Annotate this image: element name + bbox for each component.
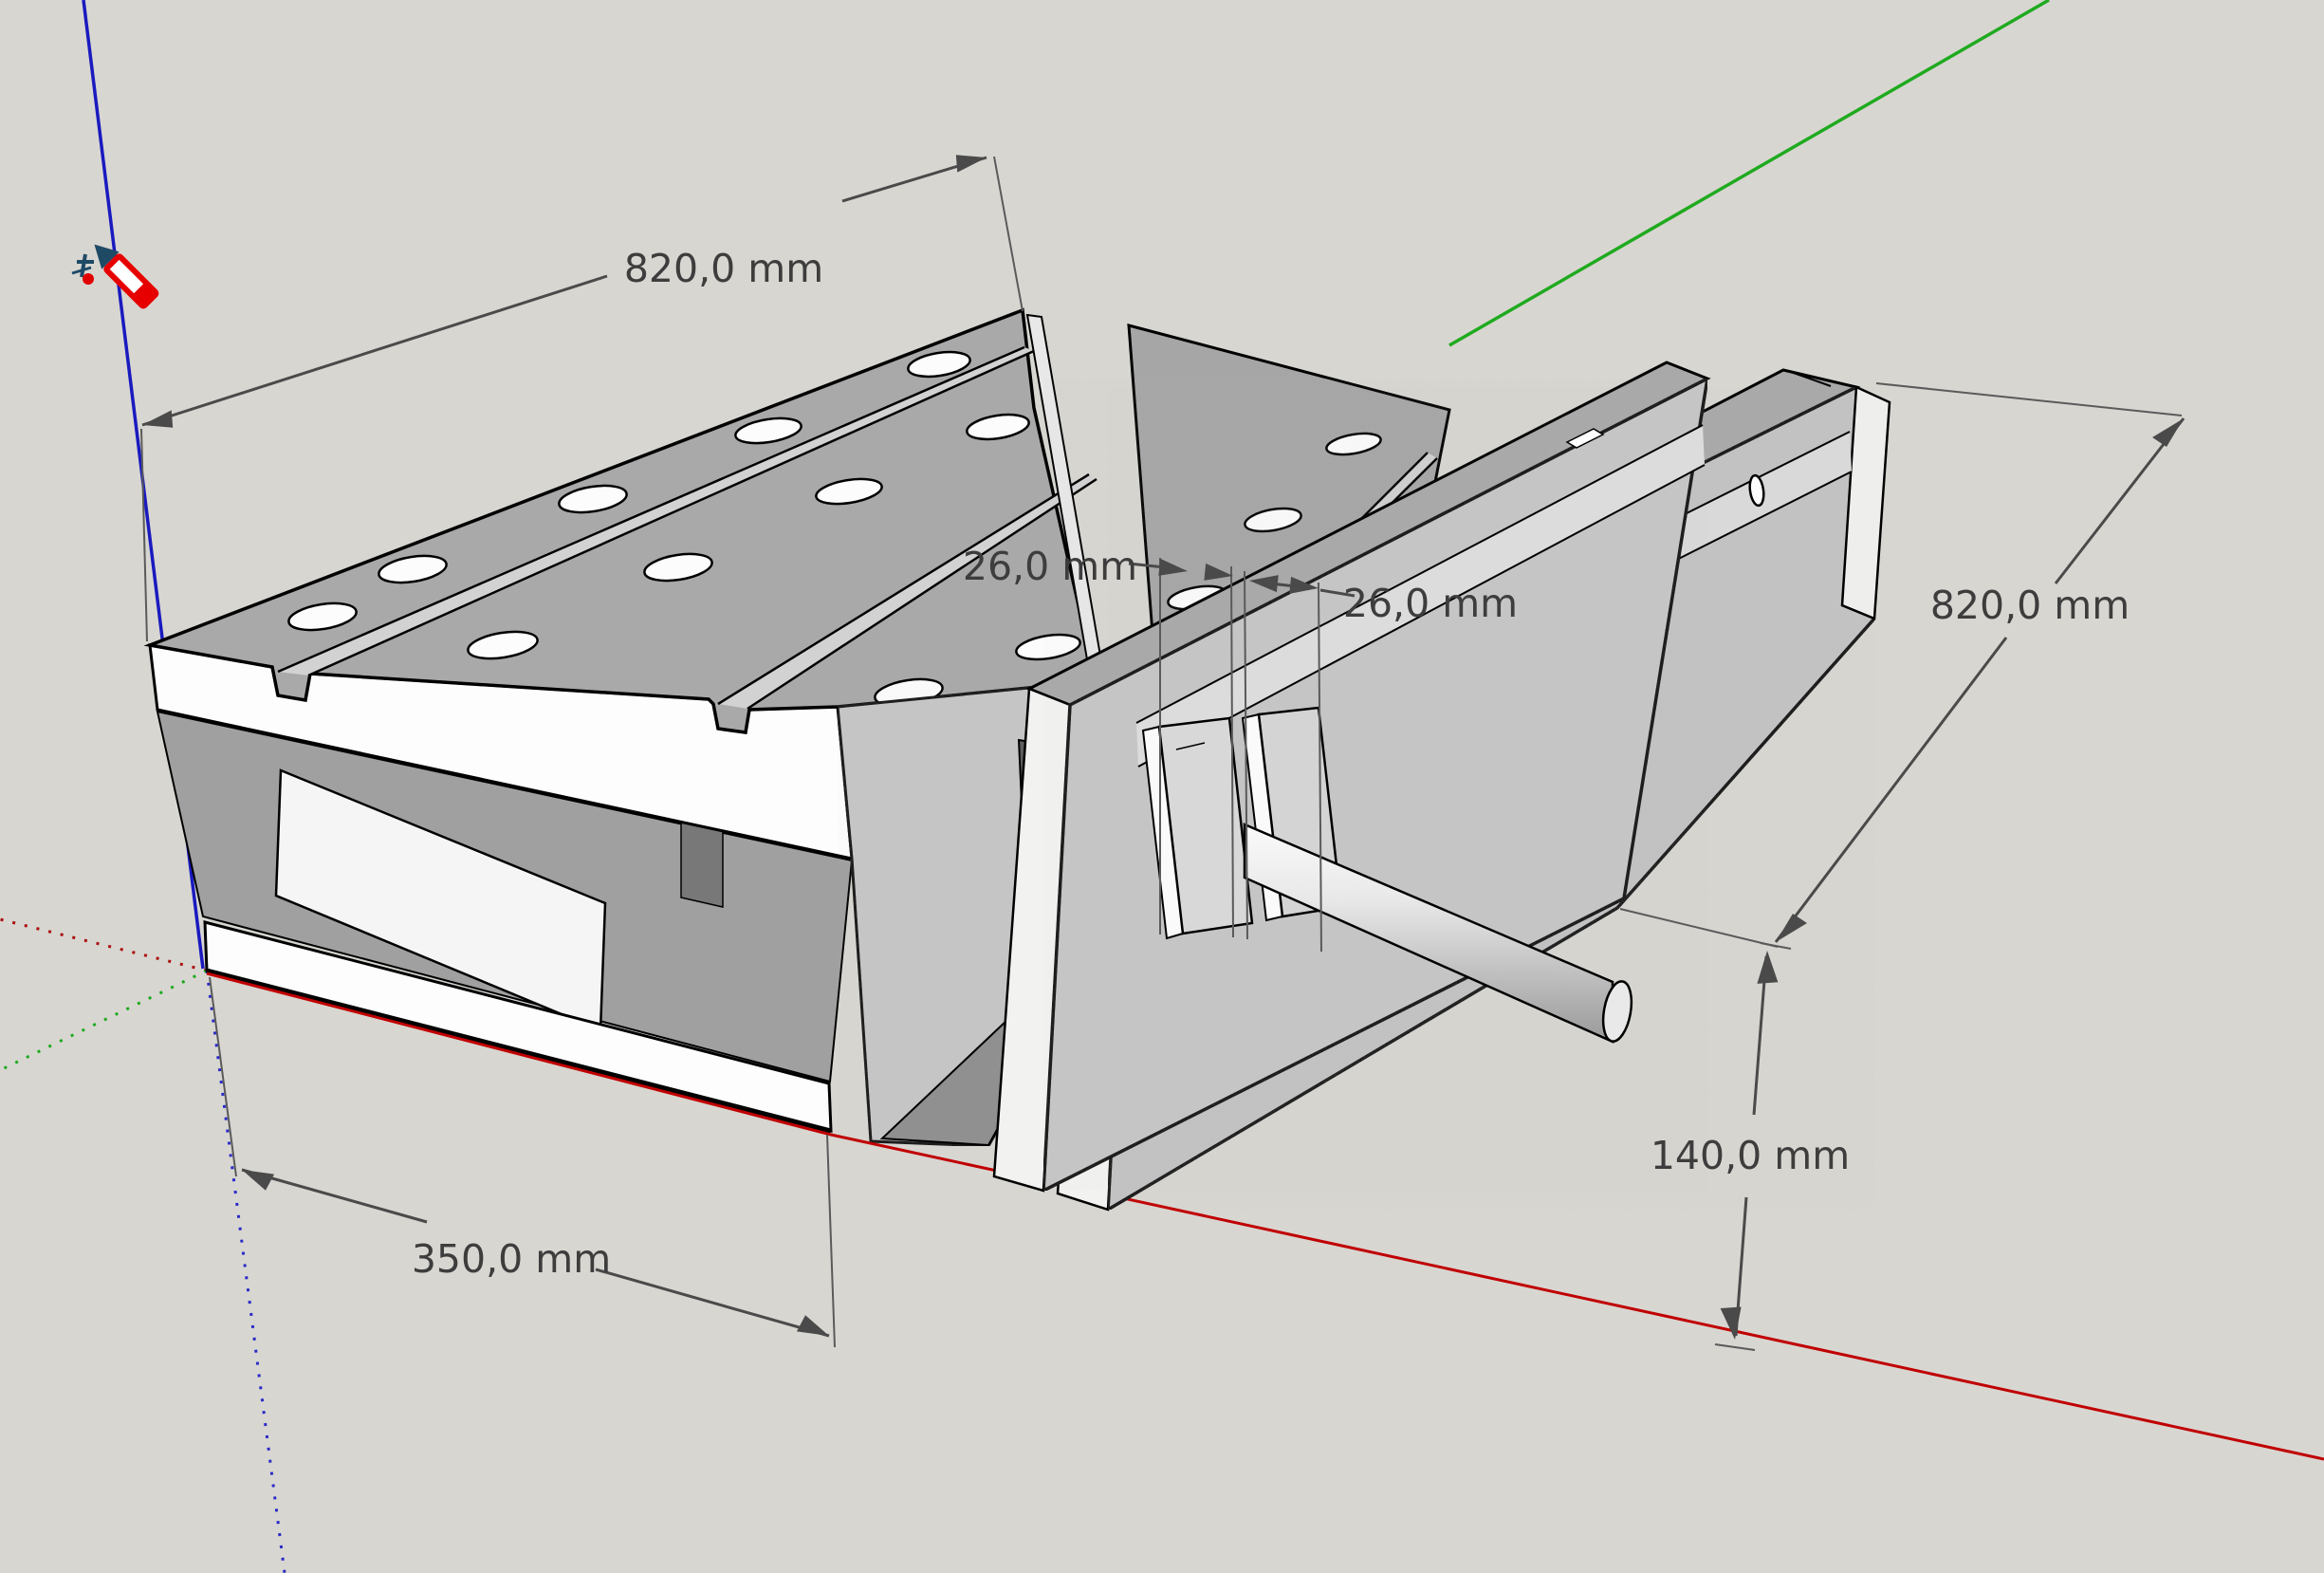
dim-jaw-thickness-left[interactable]: 26,0 mm xyxy=(963,544,1234,938)
pencil-dimension-cursor-icon xyxy=(71,244,159,309)
top-plate-holes xyxy=(287,350,1081,708)
model-cross-slide-table[interactable] xyxy=(143,307,1169,1148)
dimension-annotations: 820,0 mm 26,0 mm 26,0 mm xyxy=(140,147,2186,1351)
red-axis-line xyxy=(206,972,2324,1461)
rear-rail-hole xyxy=(1748,473,1765,508)
front-rail-front-face xyxy=(1042,375,1710,1194)
rear-rail-right-end-face xyxy=(1840,385,1891,620)
base-plate-bottom-edge xyxy=(206,968,832,1134)
dim-rail-height[interactable]: 140,0 mm xyxy=(1619,908,1850,1351)
model-rails-assembly[interactable] xyxy=(992,324,1891,1213)
negative-axes xyxy=(0,917,286,1573)
dim-rail-length-right[interactable]: 820,0 mm xyxy=(1760,382,2186,950)
dim-label[interactable]: 26,0 mm xyxy=(1343,581,1518,626)
dim-table-depth[interactable]: 350,0 mm xyxy=(209,976,836,1348)
dim-label[interactable]: 26,0 mm xyxy=(963,544,1137,589)
dim-label[interactable]: 820,0 mm xyxy=(624,246,823,291)
dim-label[interactable]: 820,0 mm xyxy=(1930,583,2130,628)
front-rail-top-notch xyxy=(1565,428,1605,449)
green-axis-line xyxy=(1448,0,2050,347)
lead-screw-rod xyxy=(1243,823,1633,1044)
dim-table-length-top[interactable]: 820,0 mm xyxy=(140,147,1024,642)
dim-jaw-thickness-right[interactable]: 26,0 mm xyxy=(1244,570,1518,953)
t-slot-grooves xyxy=(277,345,1097,711)
rear-rail-bevel-edge xyxy=(1787,370,1832,387)
dim-label[interactable]: 140,0 mm xyxy=(1651,1133,1850,1178)
bridge-plate-holes xyxy=(1167,432,1382,611)
dim-label[interactable]: 350,0 mm xyxy=(412,1236,611,1282)
jaw-plate-left xyxy=(1141,716,1254,940)
